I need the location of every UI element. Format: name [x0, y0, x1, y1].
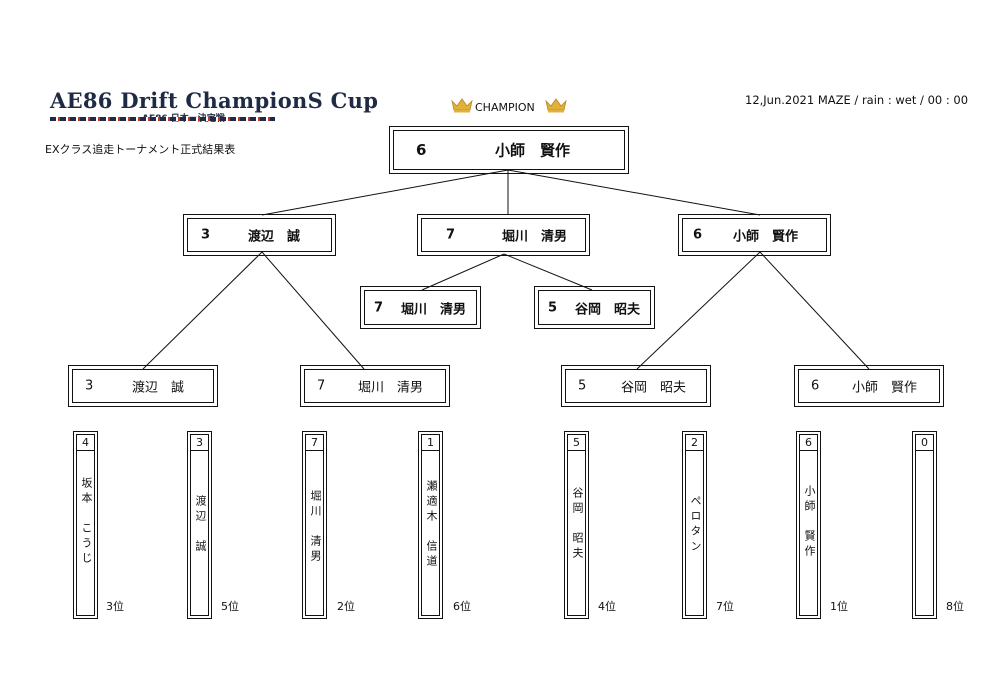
entrant-4-rank: 6位 [453, 600, 471, 613]
semi-right-number: 6 [693, 227, 703, 243]
quarter-box-3: 5 谷岡 昭夫 [561, 365, 711, 407]
entrant-1-name: 坂本 こうじ [80, 477, 93, 567]
entrant-card-8: 0 [912, 431, 937, 619]
champion-name: 小師 賢作 [495, 141, 571, 160]
semi-box-center: 7 堀川 清男 [417, 214, 590, 256]
entrant-card-2: 3 渡辺 誠 [187, 431, 212, 619]
entrant-6-number: 2 [686, 435, 703, 451]
entrant-card-4: 1 瀬適木 信道 [418, 431, 443, 619]
quarter-3-number: 5 [578, 378, 587, 394]
entrant-3-rank: 2位 [337, 600, 355, 613]
quarter-2-number: 7 [317, 378, 326, 394]
third-left-number: 7 [374, 300, 384, 315]
entrant-4-number: 1 [422, 435, 439, 451]
semi-box-left: 3 渡辺 誠 [183, 214, 336, 256]
semi-center-number: 7 [446, 227, 456, 243]
semi-left-number: 3 [201, 227, 211, 243]
third-place-box-left: 7 堀川 清男 [360, 286, 481, 329]
semi-box-right: 6 小師 賢作 [678, 214, 831, 256]
semi-right-name: 小師 賢作 [733, 229, 799, 245]
entrant-8-rank: 8位 [946, 600, 964, 613]
entrant-card-1: 4 坂本 こうじ [73, 431, 98, 619]
entrant-4-name: 瀬適木 信道 [425, 480, 438, 570]
entrant-2-name: 渡辺 誠 [194, 495, 207, 555]
entrant-2-rank: 5位 [221, 600, 239, 613]
champion-number: 6 [416, 141, 427, 159]
event-meta: 12,Jun.2021 MAZE / rain : wet / 00 : 00 [745, 93, 969, 107]
entrant-3-name: 堀川 清男 [309, 490, 322, 565]
quarter-1-name: 渡辺 誠 [132, 380, 185, 396]
quarter-box-1: 3 渡辺 誠 [68, 365, 218, 407]
logo-stripe [50, 117, 275, 121]
entrant-8-number: 0 [916, 435, 933, 451]
entrant-card-6: 2 ペロタン [682, 431, 707, 619]
entrant-6-rank: 7位 [716, 600, 734, 613]
entrant-7-rank: 1位 [830, 600, 848, 613]
champion-label: CHAMPION [475, 101, 535, 114]
third-place-box-right: 5 谷岡 昭夫 [534, 286, 655, 329]
entrant-1-rank: 3位 [106, 600, 124, 613]
entrant-2-number: 3 [191, 435, 208, 451]
entrant-6-name: ペロタン [689, 495, 702, 555]
quarter-1-number: 3 [85, 378, 94, 394]
third-right-name: 谷岡 昭夫 [575, 302, 641, 317]
quarter-box-4: 6 小師 賢作 [794, 365, 944, 407]
crown-icon-left [451, 98, 473, 113]
entrant-card-5: 5 谷岡 昭夫 [564, 431, 589, 619]
third-right-number: 5 [548, 300, 558, 315]
quarter-4-number: 6 [811, 378, 820, 394]
entrant-5-number: 5 [568, 435, 585, 451]
entrant-7-number: 6 [800, 435, 817, 451]
entrant-5-name: 谷岡 昭夫 [571, 487, 584, 562]
semi-center-name: 堀川 清男 [502, 229, 568, 245]
page-subtitle: EXクラス追走トーナメント正式結果表 [45, 143, 236, 156]
semi-left-name: 渡辺 誠 [248, 229, 301, 245]
crown-icon-right [545, 98, 567, 113]
entrant-1-number: 4 [77, 435, 94, 451]
entrant-card-3: 7 堀川 清男 [302, 431, 327, 619]
quarter-2-name: 堀川 清男 [358, 380, 424, 396]
entrant-5-rank: 4位 [598, 600, 616, 613]
quarter-4-name: 小師 賢作 [852, 380, 918, 396]
entrant-3-number: 7 [306, 435, 323, 451]
quarter-box-2: 7 堀川 清男 [300, 365, 450, 407]
event-logo: AE86 Drift ChampionS Cup AE86 日本一決定戦 [50, 88, 378, 126]
third-left-name: 堀川 清男 [401, 302, 467, 317]
quarter-3-name: 谷岡 昭夫 [621, 380, 687, 396]
entrant-7-name: 小師 賢作 [803, 485, 816, 560]
entrant-card-7: 6 小師 賢作 [796, 431, 821, 619]
champion-box: 6 小師 賢作 [389, 126, 629, 174]
logo-title: AE86 Drift ChampionS Cup [50, 88, 379, 113]
